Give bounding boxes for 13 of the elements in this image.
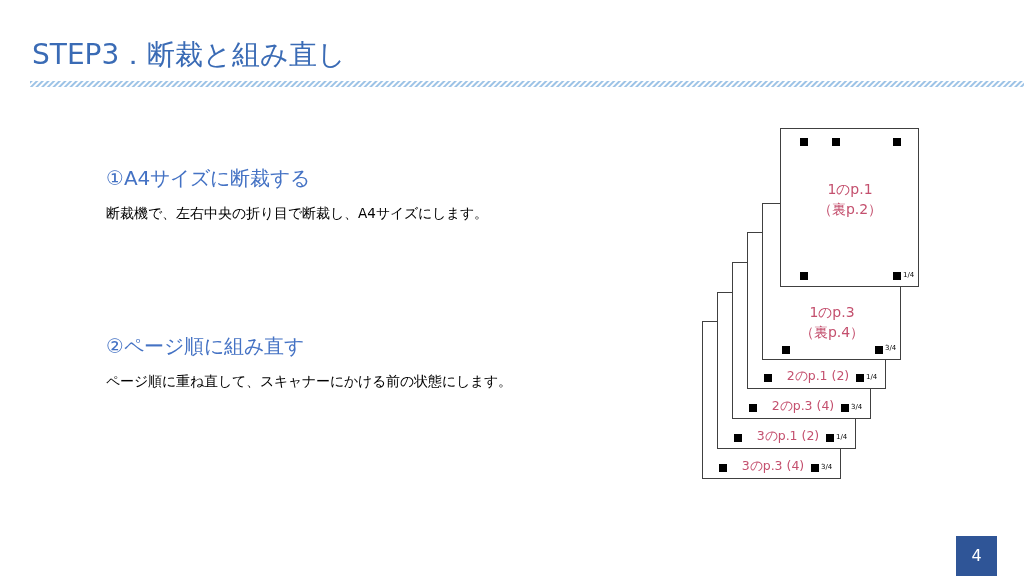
page-label: 1のp.1 （裏p.2）: [816, 180, 884, 219]
step-heading: ①A4サイズに断裁する: [106, 165, 311, 192]
step-description: 断裁機で、左右中央の折り目で断裁し、A4サイズにします。: [106, 205, 488, 223]
slide-title: STEP3．断裁と組み直し: [32, 37, 347, 73]
page-label: 3のp.3 (4): [740, 458, 806, 474]
page-label: 1のp.3 （裏p.4）: [798, 303, 866, 342]
step-heading: ②ページ順に組み直す: [106, 333, 304, 360]
page-number: 4: [956, 536, 997, 576]
step-description: ページ順に重ね直して、スキャナーにかける前の状態にします。: [106, 373, 512, 391]
page-label: 2のp.3 (4): [770, 398, 836, 414]
page-label: 2のp.1 (2): [785, 368, 851, 384]
page-label: 3のp.1 (2): [755, 428, 821, 444]
paper-sheet: [780, 128, 919, 287]
